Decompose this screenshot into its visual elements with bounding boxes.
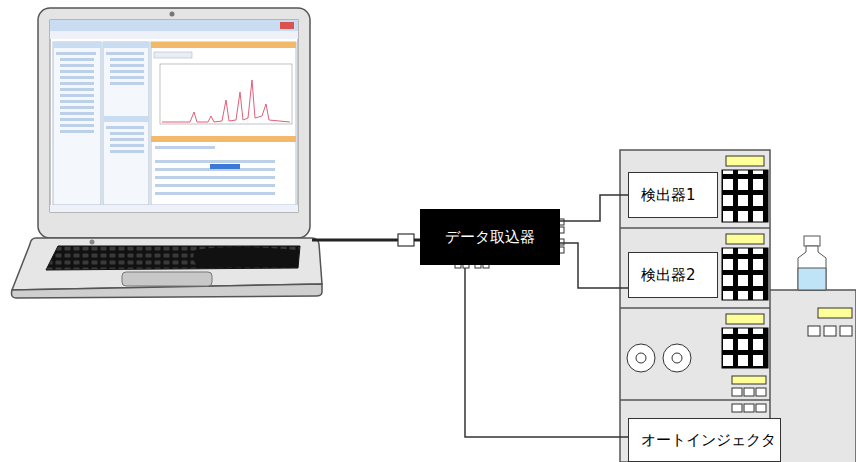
signal-cable [560, 195, 628, 221]
data-logger: データ取込器 [420, 209, 560, 265]
detector-label: 検出器2 [628, 252, 718, 298]
autosampler-label: オートインジェクタ [628, 418, 781, 462]
signal-cable [560, 243, 628, 288]
signal-cable [465, 268, 628, 437]
instrument-stack [620, 150, 856, 462]
node-label: オートインジェクタ [641, 431, 776, 450]
node-label: 検出器2 [641, 266, 696, 285]
detector-label: 検出器1 [628, 172, 718, 218]
node-label: 検出器1 [641, 186, 696, 205]
node-label: データ取込器 [445, 228, 535, 247]
laptop [12, 8, 423, 298]
